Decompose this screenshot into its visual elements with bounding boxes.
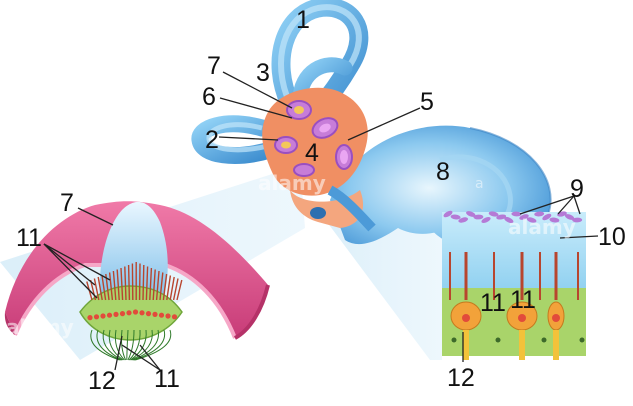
hair-cell-nucleus	[159, 313, 164, 318]
watermark-mark: a	[475, 176, 484, 192]
watermark-center: alamy	[258, 171, 326, 195]
label-6: 6	[202, 83, 216, 111]
hair-cell-nucleus	[165, 313, 170, 318]
hair-cell-nucleus	[146, 311, 151, 316]
label-11-mid-b: 11	[510, 286, 536, 314]
hair-cell-nucleus	[462, 314, 470, 322]
hair-cell-nucleus	[152, 312, 157, 317]
hair-bundle	[143, 265, 144, 300]
nerve-ending	[463, 330, 469, 360]
hair-cell-nucleus	[87, 315, 92, 320]
hair-bundle	[129, 265, 130, 300]
label-8: 8	[436, 158, 450, 186]
hair-cell-nucleus	[113, 312, 118, 317]
nerve-ending	[553, 330, 559, 360]
label-7-left: 7	[60, 189, 74, 217]
supporting-cell-nucleus	[580, 338, 585, 343]
label-12-left: 12	[88, 367, 116, 395]
label-12-right: 12	[447, 364, 475, 392]
hair-cell-nucleus	[172, 314, 177, 319]
hair-cell-nucleus	[518, 314, 526, 322]
supporting-cell-nucleus	[496, 338, 501, 343]
hair-cell-nucleus	[107, 313, 112, 318]
hair-cell-nucleus	[120, 311, 125, 316]
label-11-bottom: 11	[154, 365, 180, 393]
hair-cell-nucleus	[552, 314, 560, 322]
watermark-left: alamy	[6, 315, 74, 339]
label-9: 9	[570, 175, 584, 203]
nerve-ending	[519, 330, 525, 360]
label-1: 1	[296, 6, 310, 34]
hair-cell-nucleus	[126, 310, 131, 315]
label-11-mid-a: 11	[480, 289, 506, 317]
supporting-cell-nucleus	[542, 338, 547, 343]
hair-cell-nucleus	[94, 314, 99, 319]
supporting-cell-nucleus	[452, 338, 457, 343]
label-4: 4	[305, 139, 319, 167]
hair-cell-nucleus	[100, 313, 105, 318]
label-5: 5	[420, 88, 434, 116]
label-11-left: 11	[16, 224, 42, 252]
hair-cell-nucleus	[133, 309, 138, 314]
label-10: 10	[598, 223, 626, 251]
watermark-right: alamy	[508, 215, 576, 239]
label-2: 2	[205, 126, 219, 154]
label-7-top: 7	[207, 52, 221, 80]
hair-cell-nucleus	[139, 310, 144, 315]
label-3: 3	[256, 59, 270, 87]
